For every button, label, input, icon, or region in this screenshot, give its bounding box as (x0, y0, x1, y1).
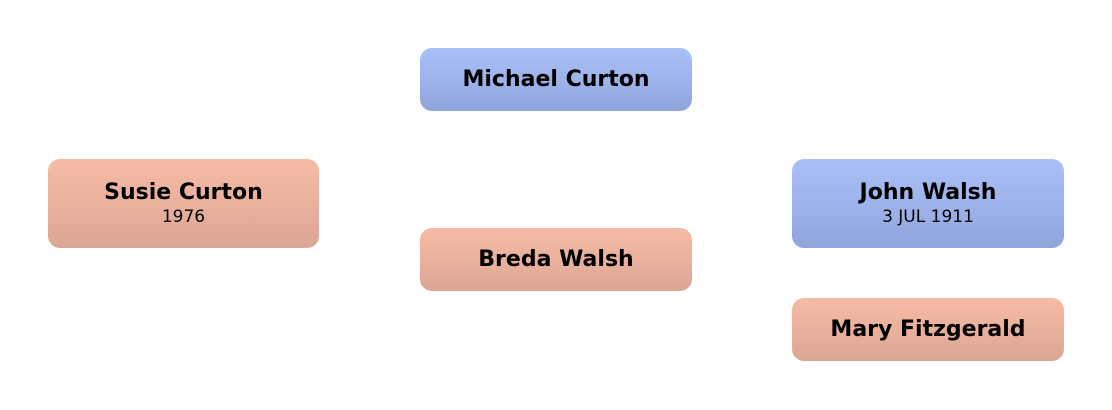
person-card-michael-curton[interactable]: Michael Curton (420, 48, 692, 111)
person-card-susie-curton[interactable]: Susie Curton 1976 (48, 159, 319, 248)
person-card-breda-walsh[interactable]: Breda Walsh (420, 228, 692, 291)
person-card-john-walsh[interactable]: John Walsh 3 JUL 1911 (792, 159, 1064, 248)
person-name: Mary Fitzgerald (830, 316, 1026, 342)
person-name: John Walsh (859, 179, 997, 205)
person-card-mary-fitzgerald[interactable]: Mary Fitzgerald (792, 298, 1064, 361)
person-name: Breda Walsh (478, 246, 634, 272)
person-name: Michael Curton (462, 66, 650, 92)
person-birth-date: 1976 (161, 206, 206, 227)
person-name: Susie Curton (104, 179, 263, 205)
person-birth-date: 3 JUL 1911 (882, 206, 974, 227)
